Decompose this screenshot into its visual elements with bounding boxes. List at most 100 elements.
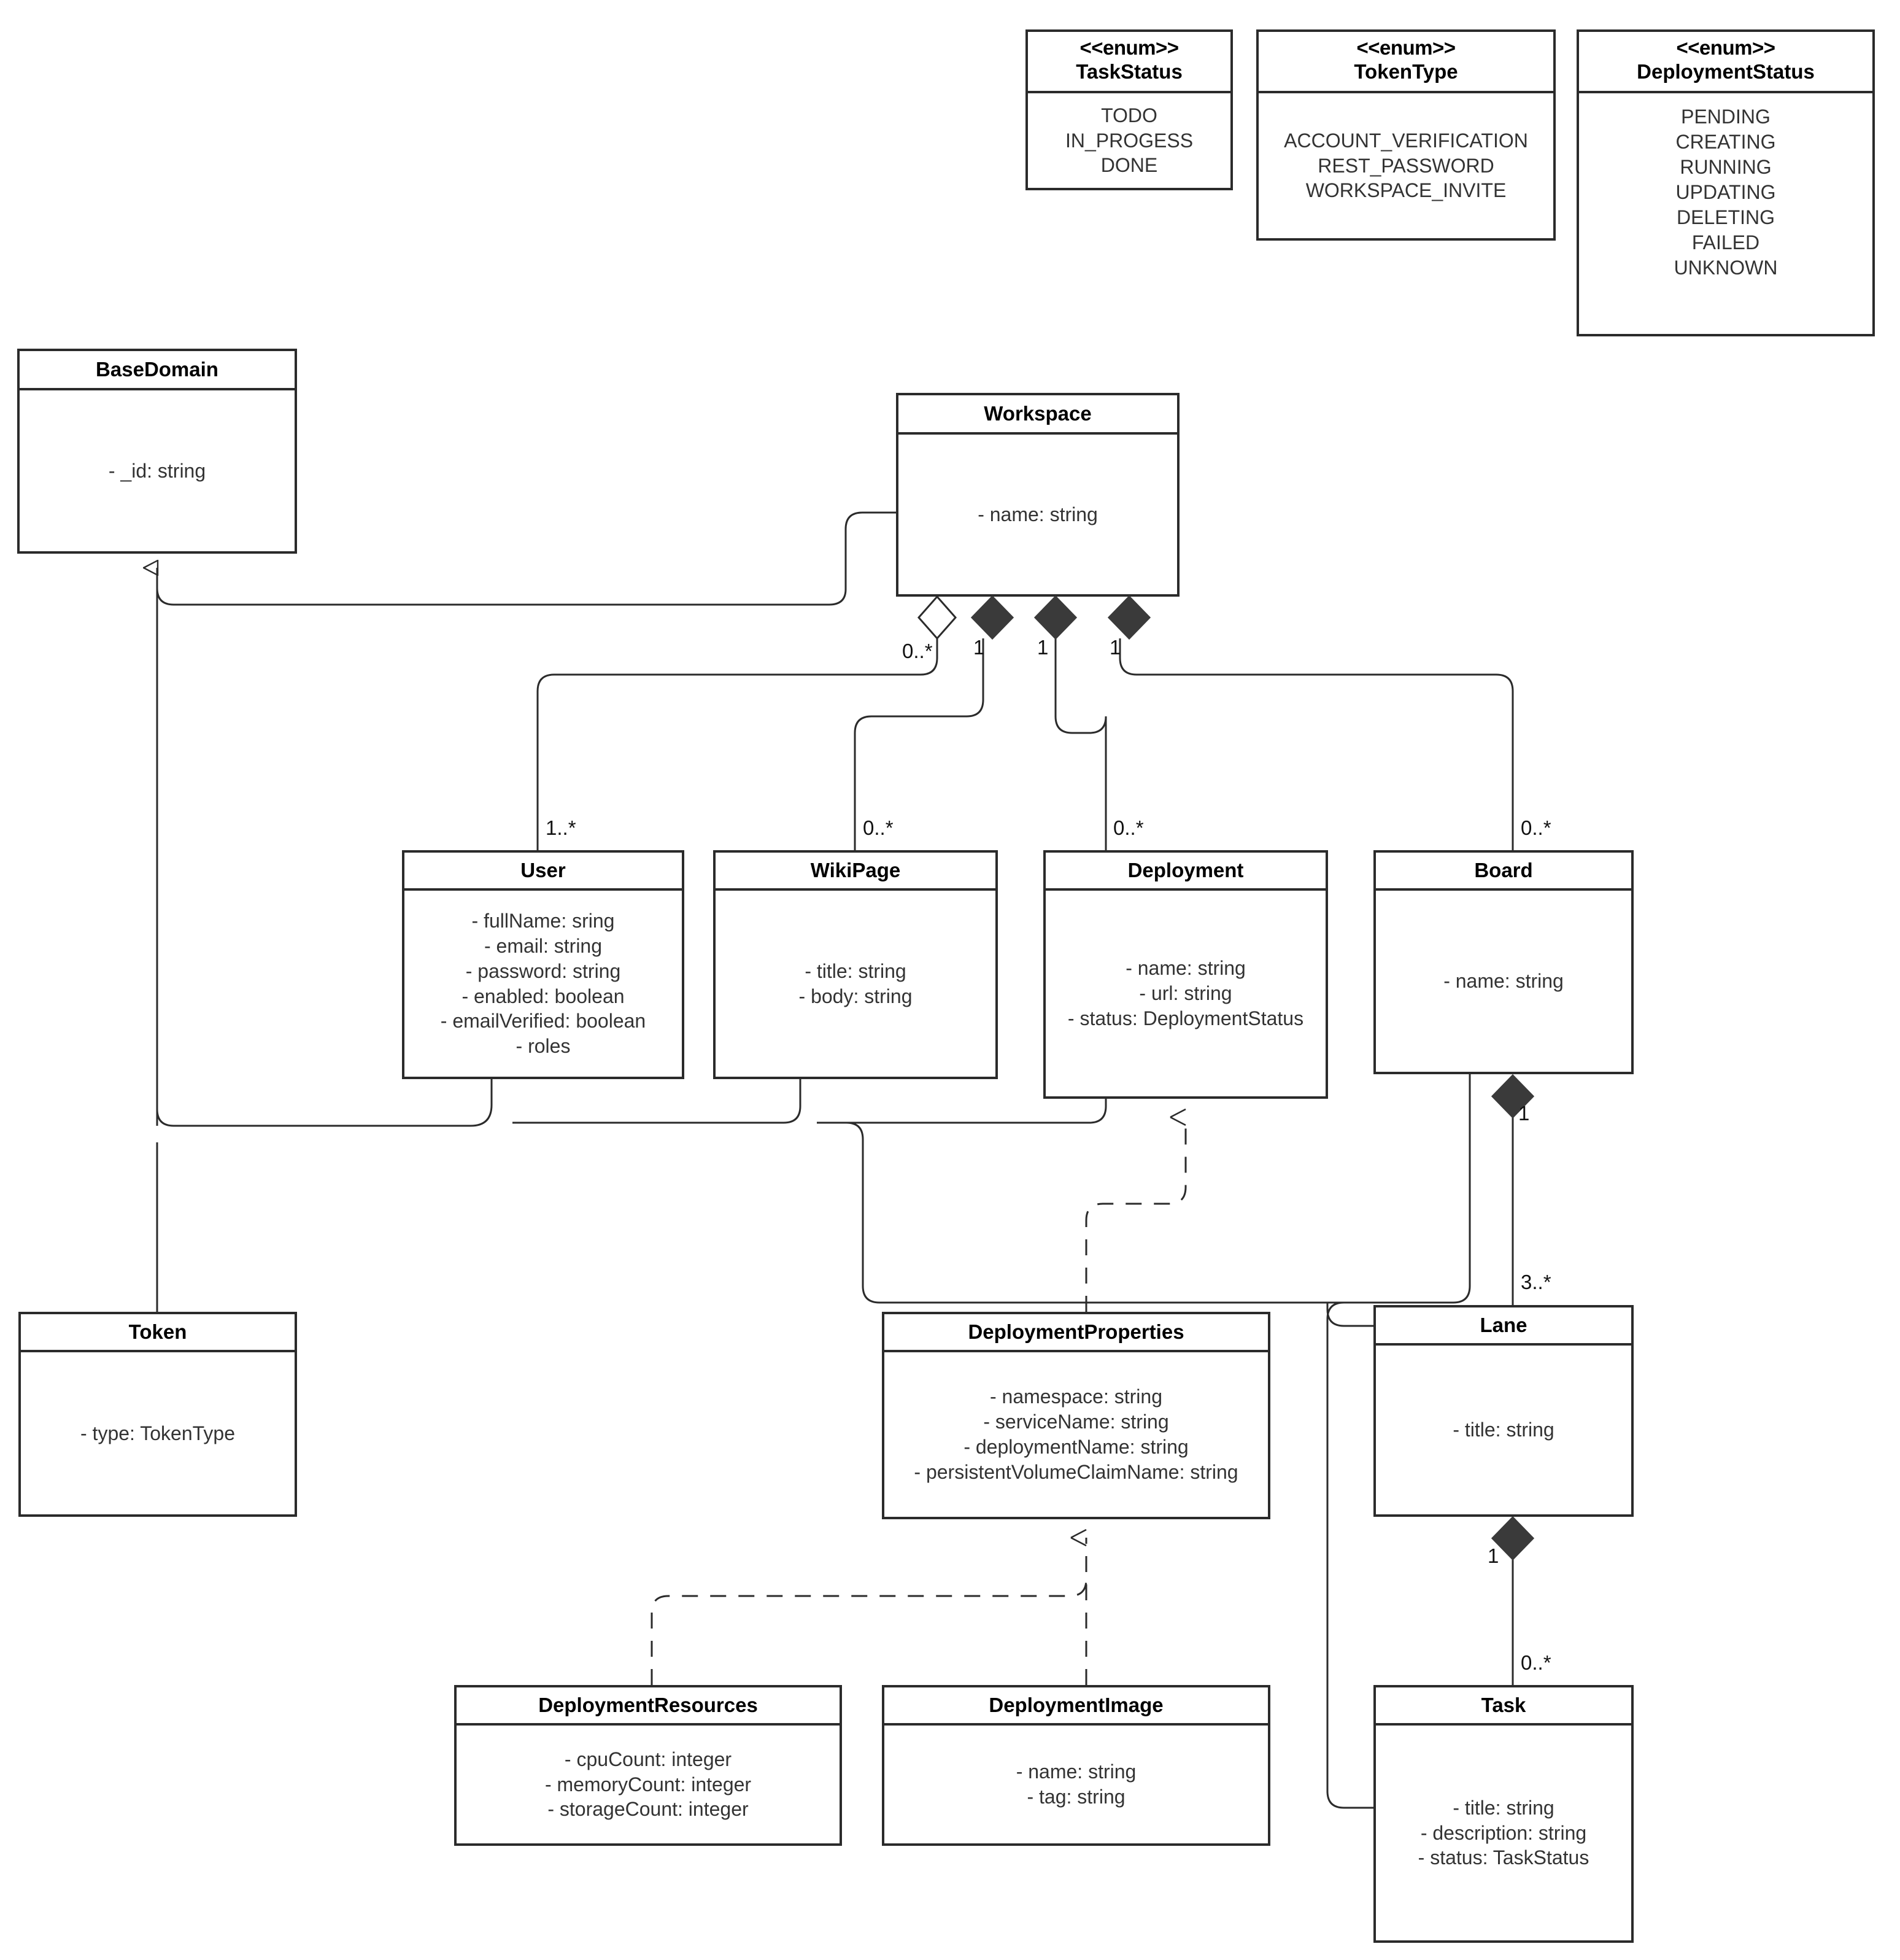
class-workspace[interactable]: Workspace - name: string [896, 393, 1180, 597]
wire-wikipage-to-trunk [512, 1079, 801, 1124]
class-user-header: User [404, 853, 682, 891]
class-attribute: - title: string [1453, 1419, 1554, 1441]
enum-tokentype[interactable]: <<enum>> TokenType ACCOUNT_VERIFICATION … [1256, 29, 1556, 241]
class-board-attributes: - name: string [1376, 891, 1631, 1072]
mult-wikipage-far: 0..* [863, 816, 894, 839]
enum-name: TaskStatus [1076, 60, 1183, 83]
enum-value: REST_PASSWORD [1318, 154, 1494, 177]
class-deploymentimage[interactable]: DeploymentImage - name: string - tag: st… [882, 1685, 1270, 1846]
class-name: WikiPage [810, 858, 901, 881]
class-deploymentresources-header: DeploymentResources [457, 1687, 840, 1726]
enum-value: DONE [1100, 154, 1158, 177]
enum-value: FAILED [1691, 231, 1760, 254]
class-name: DeploymentImage [989, 1693, 1164, 1716]
enum-value: IN_PROGESS [1065, 129, 1194, 152]
composition-diamond-workspace-board [1107, 595, 1151, 640]
class-deployment-attributes: - name: string - url: string - status: D… [1046, 891, 1326, 1096]
wire-deploymentproperties-realizes-deployment [1085, 1108, 1187, 1312]
mult-board-far: 0..* [1521, 816, 1551, 839]
class-attribute: - name: string [1016, 1761, 1137, 1783]
composition-diamond-workspace-wikipage [970, 595, 1014, 640]
class-attribute: - type: TokenType [80, 1422, 235, 1444]
class-user[interactable]: User - fullName: sring - email: string -… [402, 850, 684, 1079]
class-deploymentresources[interactable]: DeploymentResources - cpuCount: integer … [454, 1685, 842, 1846]
mult-workspace-board-near: 1 [1110, 636, 1121, 659]
class-attribute: - emailVerified: boolean [440, 1010, 646, 1032]
class-attribute: - password: string [465, 959, 621, 982]
class-attribute: - cpuCount: integer [564, 1748, 732, 1770]
class-attribute: - email: string [484, 934, 603, 957]
class-attribute: - name: string [1126, 957, 1246, 980]
wire-trunk-corner [156, 1109, 174, 1127]
class-attribute: - body: string [798, 985, 913, 1007]
class-name: DeploymentProperties [968, 1320, 1184, 1343]
enum-stereotype: <<enum>> [1676, 36, 1775, 60]
mult-lane-task-near: 1 [1488, 1544, 1499, 1567]
class-name: Token [128, 1320, 187, 1343]
composition-diamond-workspace-deployment [1033, 595, 1078, 640]
enum-name: DeploymentStatus [1637, 60, 1815, 83]
class-attribute: - deploymentName: string [964, 1436, 1189, 1458]
enum-value: ACCOUNT_VERIFICATION [1284, 129, 1528, 152]
class-token[interactable]: Token - type: TokenType [18, 1312, 297, 1517]
class-deploymentproperties[interactable]: DeploymentProperties - namespace: string… [882, 1312, 1270, 1519]
enum-deploymentstatus[interactable]: <<enum>> DeploymentStatus PENDING CREATI… [1577, 29, 1875, 336]
class-attribute: - storageCount: integer [547, 1798, 749, 1821]
class-board[interactable]: Board - name: string [1373, 850, 1634, 1074]
aggregation-diamond-workspace-user [917, 595, 957, 640]
class-wikipage[interactable]: WikiPage - title: string - body: string [713, 850, 998, 1079]
class-attribute: - _id: string [108, 459, 206, 482]
class-name: Board [1474, 858, 1533, 881]
enum-taskstatus[interactable]: <<enum>> TaskStatus TODO IN_PROGESS DONE [1025, 29, 1233, 190]
wire-workspace-to-basedomain [157, 568, 847, 606]
class-attribute: - memoryCount: integer [544, 1773, 752, 1795]
enum-deploymentstatus-values: PENDING CREATING RUNNING UPDATING DELETI… [1579, 93, 1872, 334]
class-token-attributes: - type: TokenType [21, 1352, 295, 1514]
class-attribute: - name: string [1443, 970, 1564, 993]
class-wikipage-attributes: - title: string - body: string [716, 891, 995, 1077]
enum-tokentype-values: ACCOUNT_VERIFICATION REST_PASSWORD WORKS… [1259, 93, 1553, 238]
mult-board-lane-near: 1 [1518, 1102, 1530, 1125]
class-attribute: - tag: string [1027, 1786, 1126, 1808]
mult-workspace-wikipage-near: 1 [973, 636, 985, 659]
enum-taskstatus-values: TODO IN_PROGESS DONE [1028, 93, 1230, 188]
class-basedomain[interactable]: BaseDomain - _id: string [17, 349, 297, 554]
class-attribute: - status: TaskStatus [1418, 1846, 1589, 1869]
enum-value: DELETING [1676, 206, 1775, 228]
class-deploymentimage-attributes: - name: string - tag: string [884, 1726, 1268, 1843]
wire-workspace-left-stub [844, 511, 896, 586]
wire-deploymentresources-realizes [651, 1579, 1087, 1685]
enum-tokentype-header: <<enum>> TokenType [1259, 32, 1553, 93]
enum-stereotype: <<enum>> [1356, 36, 1456, 60]
class-lane[interactable]: Lane - title: string [1373, 1305, 1634, 1517]
class-name: Task [1481, 1693, 1526, 1716]
class-name: Lane [1480, 1313, 1527, 1336]
enum-value: WORKSPACE_INVITE [1305, 179, 1507, 202]
class-attribute: - description: string [1420, 1821, 1587, 1844]
enum-value: UNKNOWN [1674, 256, 1778, 279]
class-attribute: - fullName: sring [471, 909, 615, 932]
wire-lane-left-stub [1326, 1303, 1373, 1327]
class-lane-attributes: - title: string [1376, 1346, 1631, 1514]
class-attribute: - status: DeploymentStatus [1067, 1007, 1304, 1029]
class-task[interactable]: Task - title: string - description: stri… [1373, 1685, 1634, 1943]
enum-value: CREATING [1675, 130, 1776, 153]
class-workspace-header: Workspace [898, 395, 1177, 435]
wire-user-to-trunk [174, 1079, 493, 1127]
class-attribute: - serviceName: string [983, 1411, 1169, 1433]
enum-name: TokenType [1354, 60, 1458, 83]
class-attribute: - namespace: string [989, 1385, 1162, 1408]
class-deploymentproperties-attributes: - namespace: string - serviceName: strin… [884, 1352, 1268, 1517]
mult-deployment-far: 0..* [1113, 816, 1144, 839]
class-attribute: - title: string [805, 959, 906, 982]
class-task-attributes: - title: string - description: string - … [1376, 1726, 1631, 1940]
class-user-attributes: - fullName: sring - email: string - pass… [404, 891, 682, 1077]
enum-deploymentstatus-header: <<enum>> DeploymentStatus [1579, 32, 1872, 93]
class-attribute: - name: string [978, 503, 1098, 525]
class-deployment[interactable]: Deployment - name: string - url: string … [1043, 850, 1328, 1099]
class-board-header: Board [1376, 853, 1631, 891]
enum-value: UPDATING [1675, 180, 1776, 203]
class-attribute: - persistentVolumeClaimName: string [914, 1460, 1238, 1483]
class-deploymentproperties-header: DeploymentProperties [884, 1314, 1268, 1352]
